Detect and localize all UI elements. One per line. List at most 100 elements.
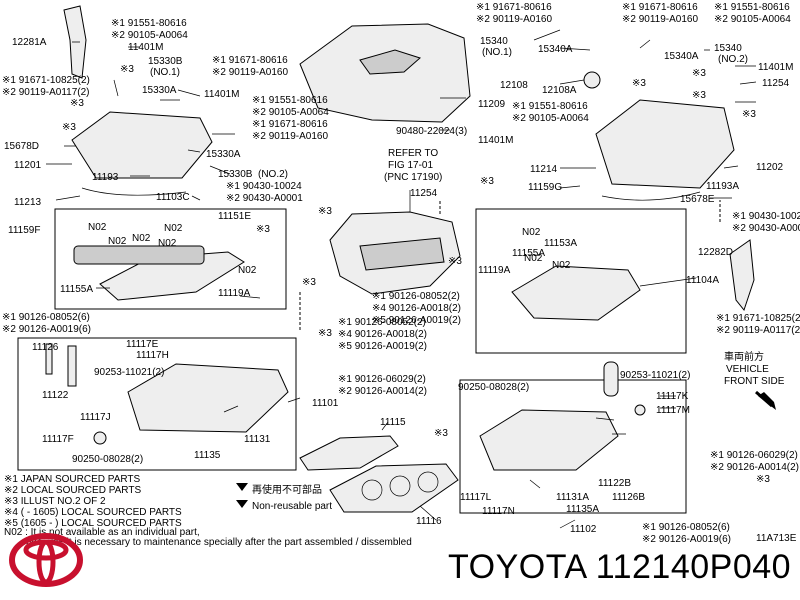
bolt-rod-2 bbox=[67, 345, 77, 387]
label-11131a: 11131A bbox=[556, 492, 589, 503]
left-cylinder-head-box bbox=[17, 337, 297, 471]
label-12282d: 12282D bbox=[698, 247, 733, 258]
label-90126-08052-6-b: ※1 90126-08052(6) bbox=[642, 522, 730, 533]
label-90430-10024-a: ※1 90430-10024 bbox=[226, 181, 302, 192]
legend-line-5: ※5 (1605 - ) LOCAL SOURCED PARTS bbox=[4, 518, 182, 529]
label-11117f: 11117F bbox=[42, 434, 74, 445]
label-no2: (NO.2) bbox=[258, 169, 288, 180]
label-11213: 11213 bbox=[14, 197, 42, 208]
label-11193a: 11193A bbox=[706, 181, 739, 192]
label-91551-80616-r: ※1 91551-80616 bbox=[512, 101, 588, 112]
direction-line1: VEHICLE bbox=[726, 364, 769, 375]
label-12108a: 12108A bbox=[542, 85, 577, 96]
label-11153a: 11153A bbox=[544, 238, 577, 249]
label-11401m: 11401M bbox=[128, 42, 163, 53]
label-11102: 11102 bbox=[570, 524, 597, 535]
label-11119a: 11119A bbox=[218, 288, 251, 299]
label-15340a-b: 15340A bbox=[664, 51, 699, 62]
diagram-code: 11A713E bbox=[756, 533, 797, 544]
label-91671-80616-a: ※1 91671-80616 bbox=[212, 55, 288, 66]
legend-line-4: ※4 ( - 1605) LOCAL SOURCED PARTS bbox=[4, 507, 182, 518]
bolt-rod-3 bbox=[603, 361, 619, 397]
label-15340a-a: 15340A bbox=[538, 44, 573, 55]
left-camshaft-box bbox=[54, 208, 287, 310]
label-90126-a0018-2-b: ※4 90126-A0018(2) bbox=[372, 303, 461, 314]
label-11117n: 11117N bbox=[482, 506, 515, 517]
label-11119a-r: 11119A bbox=[478, 265, 511, 276]
label-90119-a0160-r2: ※2 90119-A0160 bbox=[622, 14, 698, 25]
label-90126-a0018-2-a: ※4 90126-A0018(2) bbox=[338, 329, 427, 340]
label-90250-08028-a: 90250-08028(2) bbox=[72, 454, 143, 465]
right-cylinder-head-shape bbox=[479, 409, 619, 471]
label-11117l: 11117L bbox=[460, 492, 492, 503]
label-90126-08052-2-b: ※1 90126-08052(2) bbox=[372, 291, 460, 302]
seal-ring-1 bbox=[93, 431, 107, 445]
label-90126-a0019-6-a: ※2 90126-A0019(6) bbox=[2, 324, 91, 335]
symbol-3-b: ※3 bbox=[70, 98, 84, 109]
label-11117m: 11117M bbox=[656, 405, 690, 416]
label-90105-a0064-b: ※2 90105-A0064 bbox=[252, 107, 329, 118]
part-number-caption: TOYOTA 112140P040 bbox=[448, 548, 792, 586]
label-11135: 11135 bbox=[194, 450, 221, 461]
label-11135a: 11135A bbox=[566, 504, 599, 515]
label-11151e: 11151E bbox=[218, 211, 251, 222]
left-head-gasket-shape bbox=[299, 435, 399, 471]
right-head-cover-gasket-shape bbox=[601, 191, 701, 201]
right-camshaft-box bbox=[475, 208, 687, 354]
label-11159f: 11159F bbox=[8, 225, 40, 236]
label-11126: 11126 bbox=[32, 342, 59, 353]
label-15330b-b: 15330B bbox=[218, 169, 253, 180]
gasket-bore-3 bbox=[417, 471, 439, 493]
symbol-3-m: ※3 bbox=[480, 176, 494, 187]
label-15330a: 15330A bbox=[142, 85, 177, 96]
label-90250-08028-b: 90250-08028(2) bbox=[458, 382, 529, 393]
right-head-gasket-shape bbox=[329, 463, 459, 513]
label-n02-1: N02 bbox=[88, 222, 107, 233]
label-90480-22024: 90480-22024(3) bbox=[396, 126, 467, 137]
gasket-bore-2 bbox=[389, 475, 411, 497]
label-11117j: 11117J bbox=[80, 412, 111, 423]
label-11122: 11122 bbox=[42, 390, 69, 401]
label-91671-80616-r: ※1 91671-80616 bbox=[476, 2, 552, 13]
label-n02-5: N02 bbox=[158, 238, 177, 249]
label-91671-10825-r: ※1 91671-10825(2) bbox=[716, 313, 800, 324]
label-11155a: 11155A bbox=[60, 284, 93, 295]
symbol-3-o: ※3 bbox=[756, 474, 770, 485]
label-11126b: 11126B bbox=[612, 492, 645, 503]
label-90105-a0064-r2: ※2 90105-A0064 bbox=[714, 14, 791, 25]
label-91551-80616-b: ※1 91551-80616 bbox=[252, 95, 328, 106]
direction-jp: 車両前方 bbox=[724, 350, 764, 363]
label-n02-2: N02 bbox=[108, 236, 127, 247]
bolt-rod-1 bbox=[45, 343, 53, 375]
left-head-cover-shape bbox=[71, 111, 213, 179]
label-11115: 11115 bbox=[380, 417, 406, 428]
label-90119-a0117: ※2 90119-A0117(2) bbox=[2, 87, 90, 98]
label-90126-06029-a: ※1 90126-06029(2) bbox=[338, 374, 426, 385]
label-11401m-r: 11401M bbox=[478, 135, 513, 146]
legend-non-reuse-jp: 再使用不可部品 bbox=[252, 483, 322, 496]
label-90126-a0019-2-a: ※5 90126-A0019(2) bbox=[338, 341, 427, 352]
label-11202: 11202 bbox=[756, 162, 784, 173]
symbol-3-d: ※3 bbox=[318, 206, 332, 217]
refer-line3: (PNC 17190) bbox=[384, 172, 442, 183]
label-no1-r: (NO.1) bbox=[482, 47, 512, 58]
label-11104a: 11104A bbox=[686, 275, 719, 286]
label-11159g: 11159G bbox=[528, 182, 562, 193]
label-90126-08052-2-a: ※1 90126-08052(2) bbox=[338, 317, 426, 328]
label-15340-b: 15340 bbox=[714, 43, 742, 54]
label-11254-b: 11254 bbox=[762, 78, 790, 89]
label-90119-a0160-a: ※2 90119-A0160 bbox=[212, 67, 288, 78]
engine-cover-emblem bbox=[359, 49, 421, 75]
label-15678e: 15678E bbox=[680, 194, 715, 205]
symbol-3: ※3 bbox=[120, 64, 134, 75]
legend-line-1: ※1 JAPAN SOURCED PARTS bbox=[4, 474, 141, 485]
label-11214: 11214 bbox=[530, 164, 558, 175]
label-90253-11021-b: 90253-11021(2) bbox=[620, 370, 690, 381]
label-11254-a: 11254 bbox=[410, 188, 438, 199]
symbol-3-l: ※3 bbox=[742, 109, 756, 120]
left-head-cover-gasket-shape bbox=[81, 187, 187, 196]
label-90126-a0019-6-b: ※2 90126-A0019(6) bbox=[642, 534, 731, 545]
left-cylinder-head-shape bbox=[127, 363, 289, 433]
label-90126-06029-b: ※1 90126-06029(2) bbox=[710, 450, 798, 461]
